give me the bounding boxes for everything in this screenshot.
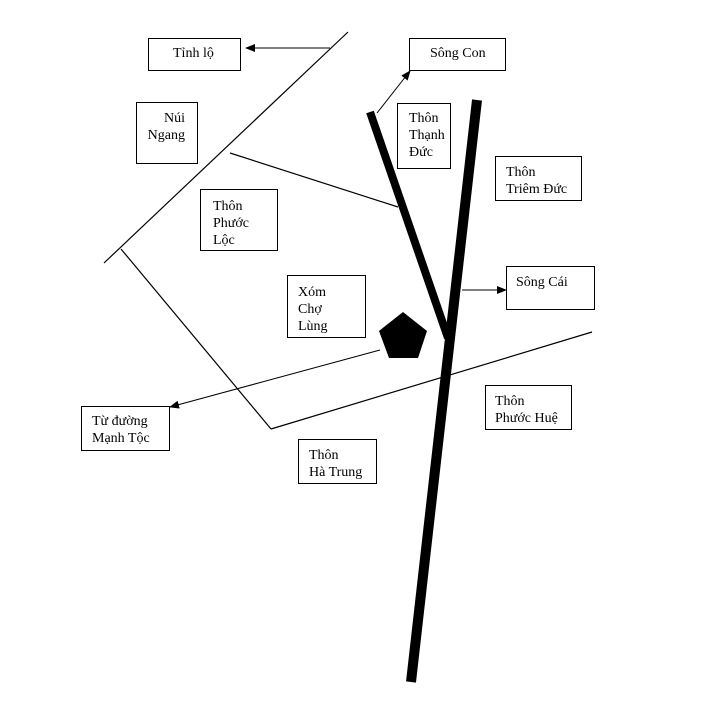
label-line: Phước Huệ	[495, 411, 558, 426]
boundary-road-west	[120, 248, 272, 430]
label-line: Thôn	[409, 111, 439, 126]
label-line: Thạnh	[409, 128, 445, 143]
song-con-river	[366, 110, 452, 340]
label-song-cai: Sông Cái	[506, 266, 595, 310]
label-thon-ha-trung: Thôn Hà Trung	[298, 439, 377, 484]
label-tinh-lo: Tỉnh lộ	[148, 38, 241, 71]
label-line: Núi	[164, 111, 185, 126]
label-line: Thôn	[213, 199, 243, 214]
label-line: Từ đường	[92, 414, 148, 429]
label-line: Xóm	[298, 285, 326, 300]
pentagon-icon[interactable]	[379, 312, 427, 358]
label-line: Thôn	[495, 394, 525, 409]
label-line: Phước	[213, 216, 249, 231]
label-line: Triêm Đức	[506, 182, 568, 197]
label-line: Lộc	[213, 233, 235, 248]
label-line: Lùng	[298, 319, 328, 334]
label-line: Sông Con	[430, 46, 486, 61]
label-line: Hà Trung	[309, 465, 363, 480]
label-line: Tỉnh lộ	[173, 46, 214, 61]
provincial-road-line	[103, 31, 349, 264]
tu-duong-arrow	[169, 349, 381, 409]
label-line: Thôn	[506, 165, 536, 180]
label-line: Sông Cái	[516, 275, 568, 290]
boundary-road-south	[270, 331, 593, 430]
song-con-arrow	[376, 70, 411, 114]
song-cai-river	[406, 99, 482, 683]
label-line: Thôn	[309, 448, 339, 463]
label-song-con: Sông Con	[409, 38, 506, 71]
label-line: Chợ	[298, 302, 322, 317]
label-line: Ngang	[147, 128, 185, 143]
phuoc-loc-road-line	[229, 152, 399, 208]
label-line: Đức	[409, 145, 433, 160]
label-line: Mạnh Tộc	[92, 431, 150, 446]
